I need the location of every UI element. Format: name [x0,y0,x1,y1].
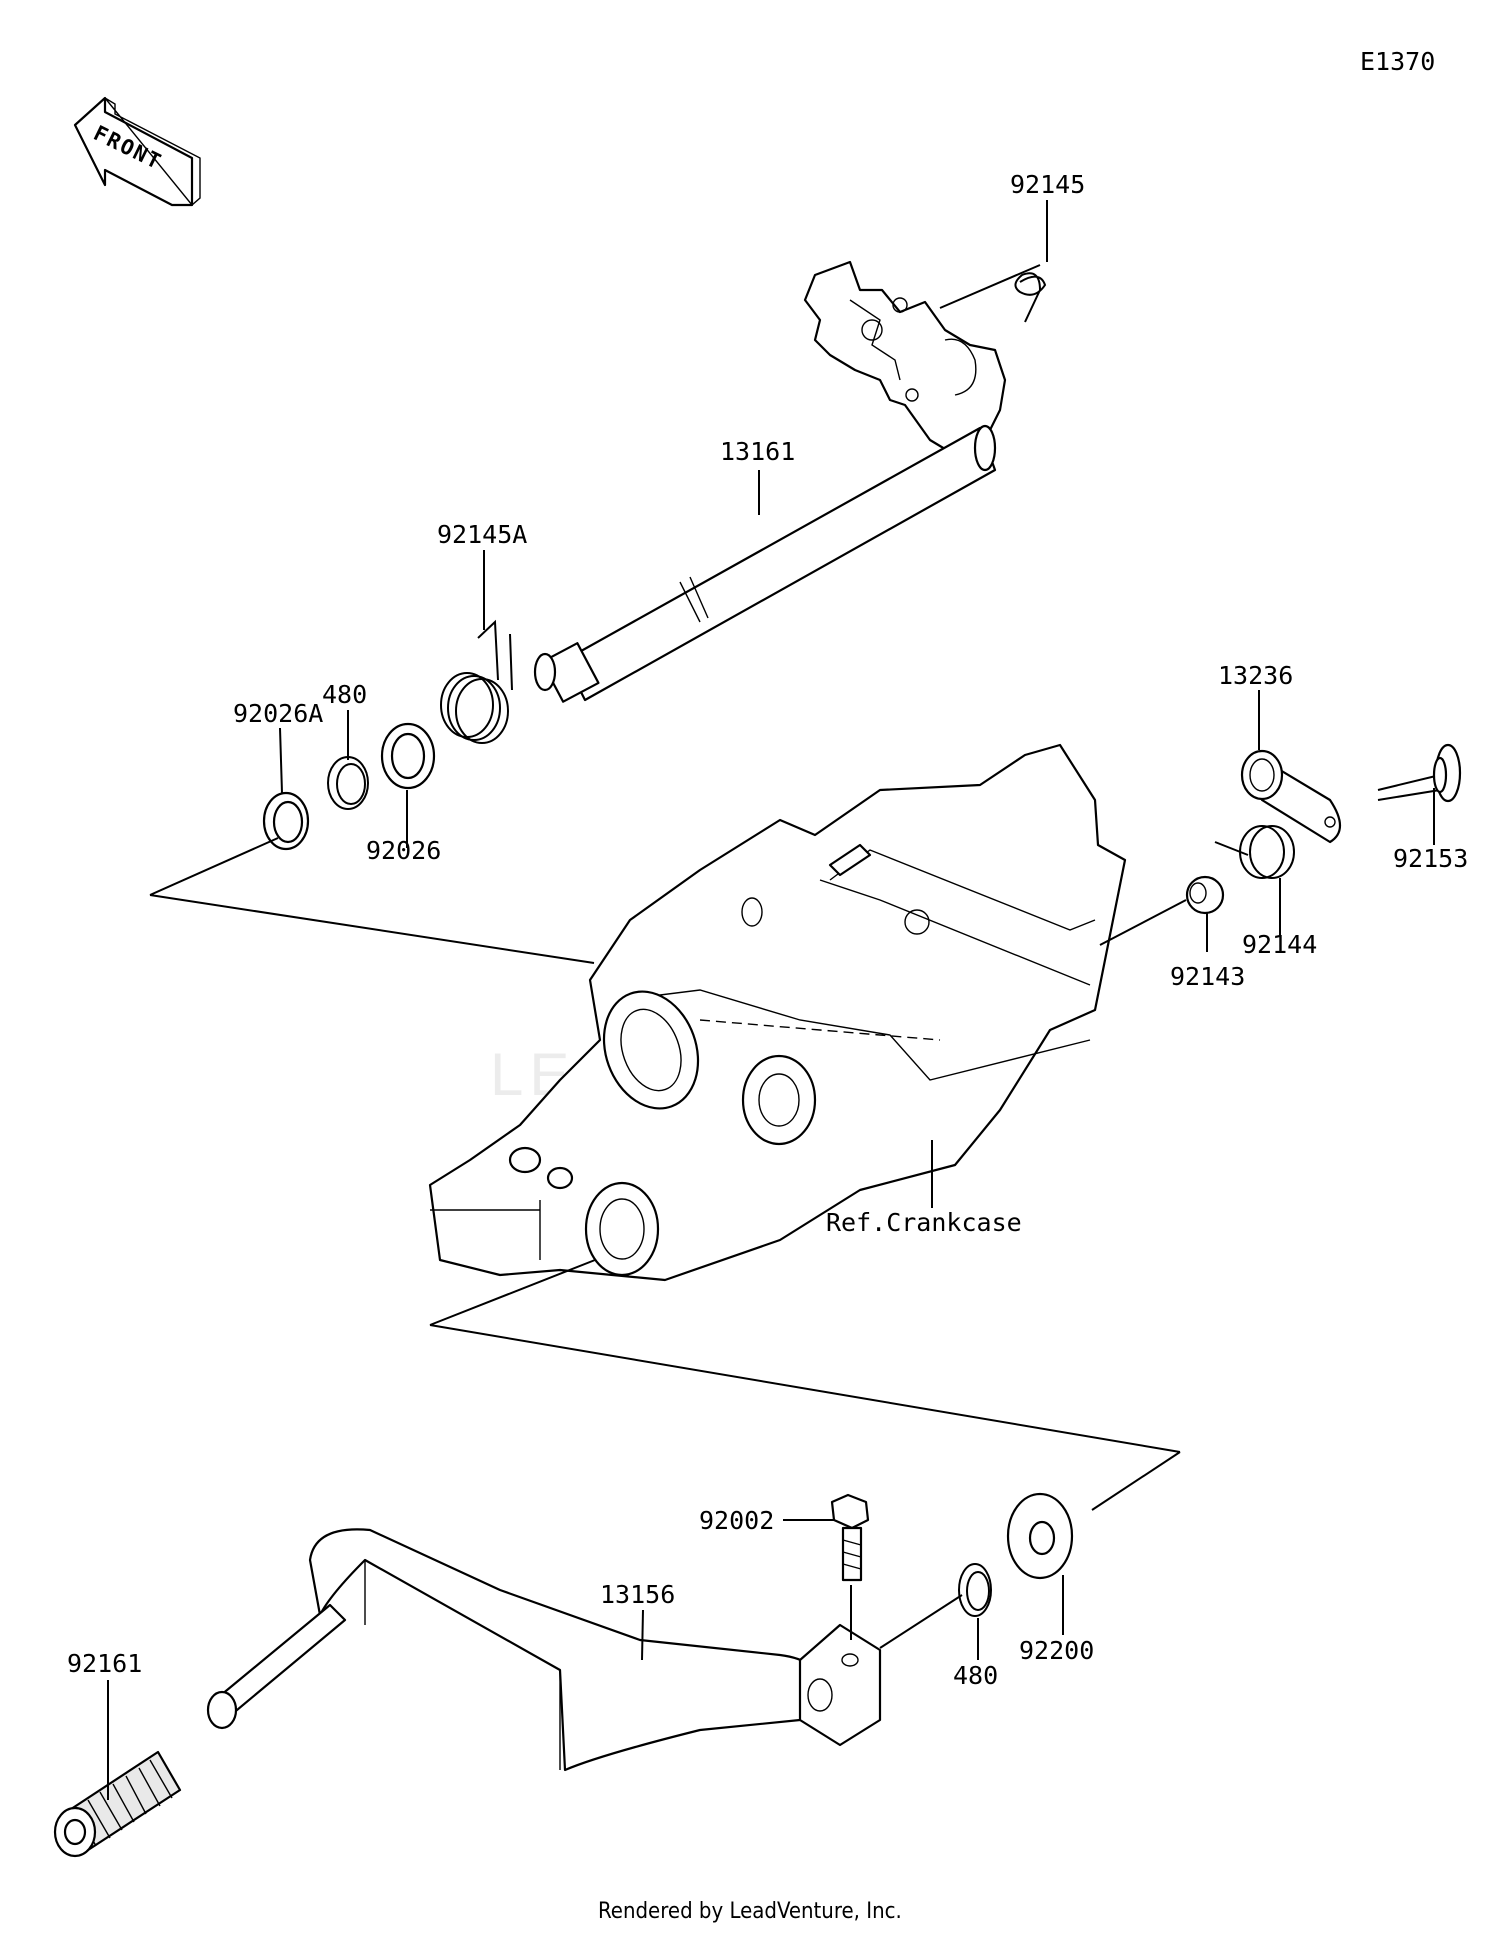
link-13236[interactable] [1240,749,1342,844]
part-label-92153[interactable]: 92153 [1393,844,1468,873]
circlip-480-lower[interactable] [958,1563,992,1617]
leader-lines [107,200,1435,1800]
part-label-13161[interactable]: 13161 [720,437,795,466]
collar-92143[interactable] [1185,875,1225,915]
shift-shaft-13161[interactable] [533,424,997,703]
washer-92026A[interactable] [262,791,310,851]
diagram-code: E1370 [1360,47,1435,76]
part-label-92161[interactable]: 92161 [67,1649,142,1678]
seal-92026[interactable] [380,722,436,790]
front-arrow-icon: FRONT [73,96,201,207]
spring-92145A[interactable] [440,619,513,744]
part-label-92145A[interactable]: 92145A [437,520,527,549]
circlip-480-upper[interactable] [327,756,369,810]
crankcase-reference [428,743,1127,1282]
bolt-92002[interactable] [830,1493,870,1582]
part-label-480-upper[interactable]: 480 [322,680,367,709]
part-label-92200[interactable]: 92200 [1019,1636,1094,1665]
shift-pedal-13156[interactable] [206,1528,882,1772]
part-label-92145[interactable]: 92145 [1010,170,1085,199]
part-label-480-lower[interactable]: 480 [953,1661,998,1690]
spring-92145[interactable] [1014,272,1047,323]
part-label-92002[interactable]: 92002 [699,1506,774,1535]
part-label-92026A[interactable]: 92026A [233,699,323,728]
washer-92200[interactable] [1006,1492,1074,1580]
part-label-92026[interactable]: 92026 [366,836,441,865]
part-label-13236[interactable]: 13236 [1218,661,1293,690]
part-label-92144[interactable]: 92144 [1242,930,1317,959]
shift-mechanism-plate[interactable] [803,260,1007,460]
part-label-13156[interactable]: 13156 [600,1580,675,1609]
bolt-92153[interactable] [1377,743,1462,803]
ref-crankcase-label: Ref.Crankcase [826,1208,1022,1237]
part-label-92143[interactable]: 92143 [1170,962,1245,991]
spring-92144[interactable] [1214,825,1295,879]
footer-credit: Rendered by LeadVenture, Inc. [598,1899,902,1924]
rubber-grip-92161[interactable] [53,1750,182,1858]
